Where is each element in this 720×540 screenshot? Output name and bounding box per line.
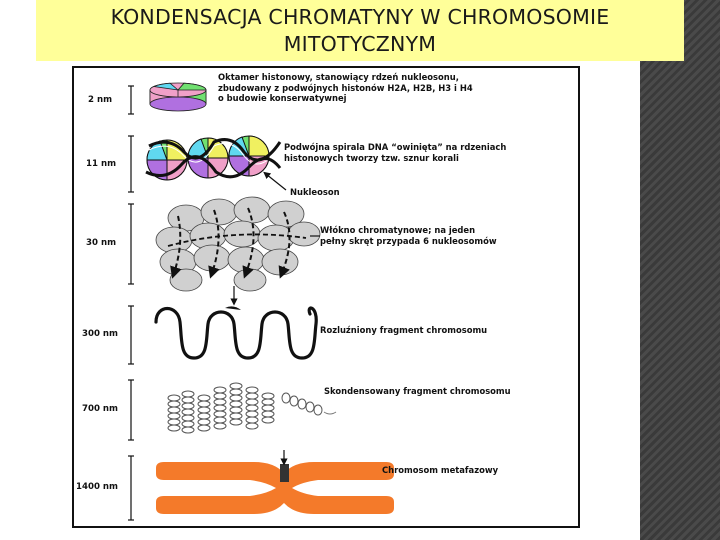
scale-bar-700nm bbox=[128, 379, 134, 441]
chromatin-fiber-icon bbox=[155, 196, 321, 306]
description-metaphase-chromosome: Chromosom metafazowy bbox=[382, 465, 498, 476]
scale-bar-1400nm bbox=[128, 455, 134, 521]
description-line: histonowych tworzy tzw. sznur korali bbox=[284, 152, 459, 163]
scale-bar-300nm bbox=[128, 305, 134, 365]
description-line: Chromosom metafazowy bbox=[382, 465, 499, 475]
nucleosome-chain-icon bbox=[145, 135, 287, 191]
scale-label-300nm: 300 nm bbox=[82, 329, 119, 339]
diagram-graphics bbox=[128, 82, 394, 521]
scale-label-30nm: 30 nm bbox=[86, 238, 117, 248]
scale-bar-30nm bbox=[128, 203, 134, 285]
description-chromatin-fiber: Włókno chromatynowe; na jeden pełny skrę… bbox=[320, 225, 497, 246]
description-line: Skondensowany fragment chromosomu bbox=[324, 386, 511, 396]
description-line: pełny skręt przypada 6 nukleosomów bbox=[320, 235, 497, 246]
description-line: Rozluźniony fragment chromosomu bbox=[320, 325, 488, 335]
nucleosome-label: Nukleoson bbox=[290, 187, 340, 197]
scale-bar-11nm bbox=[128, 135, 134, 193]
description-nucleosome-chain: Podwójna spirala DNA “owinięta” na rdzen… bbox=[284, 142, 506, 163]
metaphase-chromosome-icon bbox=[156, 450, 394, 514]
description-line: zbudowany z podwójnych histonów H2A, H2B… bbox=[218, 82, 473, 93]
scale-label-2nm: 2 nm bbox=[88, 95, 113, 105]
condensed-fiber-icon bbox=[167, 382, 337, 434]
scale-label-1400nm: 1400 nm bbox=[76, 482, 118, 492]
slide-title: KONDENSACJA CHROMATYNY W CHROMOSOMIE MIT… bbox=[36, 0, 684, 61]
description-line: Włókno chromatynowe; na jeden bbox=[320, 225, 476, 235]
histone-octamer-icon bbox=[149, 82, 207, 112]
decorative-side-strip bbox=[640, 0, 720, 540]
description-loose-fragment: Rozluźniony fragment chromosomu bbox=[320, 325, 487, 336]
title-line-2: MITOTYCZNYM bbox=[283, 32, 437, 56]
description-condensed-fragment: Skondensowany fragment chromosomu bbox=[324, 386, 511, 397]
scale-bar-2nm bbox=[128, 85, 134, 115]
scale-label-700nm: 700 nm bbox=[82, 404, 119, 414]
description-line: Oktamer histonowy, stanowiący rdzeń nukl… bbox=[218, 72, 459, 82]
title-line-1: KONDENSACJA CHROMATYNY W CHROMOSOMIE bbox=[110, 5, 610, 29]
description-line: o budowie konserwatywnej bbox=[218, 93, 347, 103]
scale-label-11nm: 11 nm bbox=[86, 159, 117, 169]
loop-fiber-icon bbox=[154, 306, 318, 360]
chromatin-diagram: 2 nm 11 nm 30 nm 300 nm 700 nm 1400 nm O… bbox=[72, 66, 580, 528]
description-octamer: Oktamer histonowy, stanowiący rdzeń nukl… bbox=[218, 72, 473, 104]
description-line: Podwójna spirala DNA “owinięta” na rdzen… bbox=[284, 142, 507, 152]
